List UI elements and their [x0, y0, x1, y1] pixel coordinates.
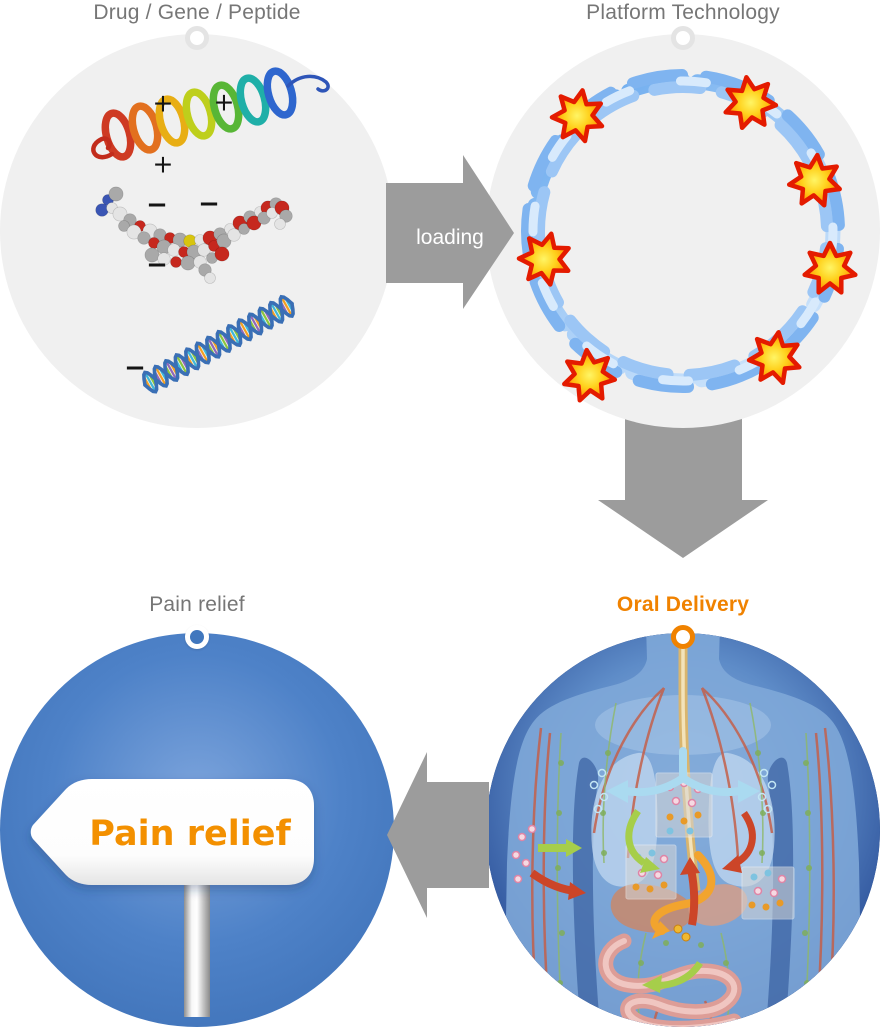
right-arrow-shape	[386, 155, 514, 309]
oral-node-title: Oral Delivery	[616, 593, 750, 616]
flow-arrow-loading: loading	[386, 155, 514, 309]
drug-connector-ring	[185, 26, 209, 50]
platform-circle	[486, 34, 880, 428]
negative-charge-symbol: −	[198, 189, 220, 219]
signpost-pole	[184, 877, 210, 1017]
absorption-arrows	[529, 808, 756, 993]
drug-node-title: Drug / Gene / Peptide	[93, 1, 301, 24]
payload-star-icon	[746, 330, 802, 386]
payload-star-icon	[723, 75, 779, 131]
negative-charge-symbol: −	[146, 250, 168, 280]
drug-illustrations	[91, 67, 330, 394]
negative-charge-symbol: −	[146, 190, 168, 220]
oral-connector-ring	[671, 625, 695, 649]
payload-star-icon	[562, 347, 618, 403]
left-arrow-shape	[387, 752, 489, 918]
nanocarrier-illustration	[516, 69, 858, 403]
payload-star-icon	[516, 231, 571, 287]
pain-relief-circle: Pain relief	[0, 633, 394, 1027]
drug-particles	[511, 778, 787, 911]
human-anatomy-illustration	[486, 633, 880, 1027]
negative-charge-symbol: −	[124, 353, 146, 383]
platform-connector-ring	[671, 26, 695, 50]
oral-delivery-circle	[486, 633, 880, 1027]
payload-star-icon	[802, 240, 858, 295]
sign-text: Pain relief	[89, 814, 291, 854]
positive-charge-symbol: +	[152, 149, 174, 179]
nanocarrier-ring-illustration	[521, 69, 845, 393]
dna-helix-illustration	[142, 294, 295, 394]
payload-star-icon	[549, 88, 605, 144]
flow-arrow-left	[387, 752, 489, 918]
positive-charge-symbol: +	[152, 88, 174, 118]
down-arrow-shape	[598, 418, 768, 558]
protein-ribbon-illustration	[91, 67, 330, 161]
signpost-board	[30, 779, 314, 885]
intestines	[598, 933, 742, 1027]
positive-charge-symbol: +	[213, 87, 235, 117]
signpost-illustration: Pain relief	[30, 779, 314, 1017]
payload-stars	[516, 75, 858, 403]
pain-connector-ring	[185, 625, 209, 649]
platform-node-title: Platform Technology	[586, 1, 780, 24]
flow-arrow-down	[598, 418, 768, 558]
pain-node-title: Pain relief	[149, 593, 245, 616]
drug-circle	[0, 34, 394, 428]
drug-molecule-illustration	[95, 186, 293, 284]
airway-spread-arrow	[589, 747, 777, 814]
payload-star-icon	[786, 152, 842, 208]
loading-label: loading	[416, 226, 484, 249]
